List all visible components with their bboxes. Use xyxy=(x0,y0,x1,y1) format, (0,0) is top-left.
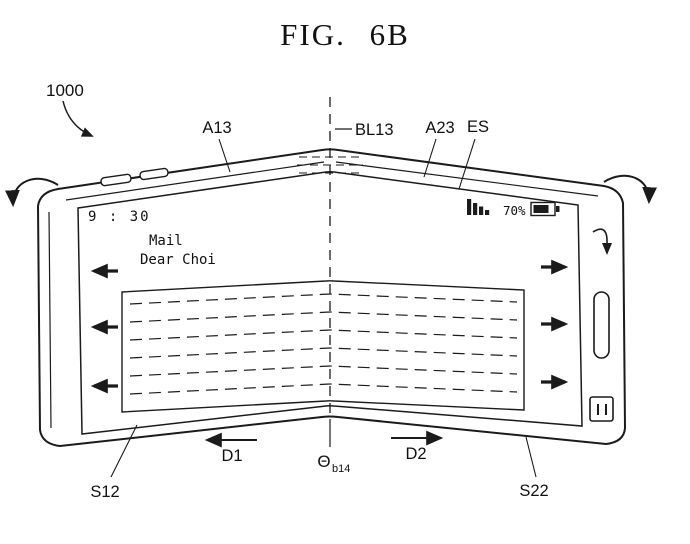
message-body-box xyxy=(121,280,525,413)
message-text-line xyxy=(129,329,518,341)
signal-bar xyxy=(473,203,478,215)
pause-icon-box xyxy=(589,396,614,422)
ref-1000-leader-arrow xyxy=(62,100,94,137)
message-text-line xyxy=(129,311,518,323)
signal-bar xyxy=(467,199,472,215)
label-a23: A23 xyxy=(425,119,454,137)
battery-fill xyxy=(533,205,549,213)
screen-outline xyxy=(77,171,583,435)
unfold-arrow-left-icon xyxy=(5,177,59,208)
label-a13: A13 xyxy=(202,119,231,137)
volume-button-2 xyxy=(139,167,169,181)
leader-s12 xyxy=(110,424,138,478)
signal-bar xyxy=(479,206,484,215)
message-text-line xyxy=(129,383,518,395)
volume-button-1 xyxy=(100,173,132,187)
label-theta: Θ xyxy=(317,452,330,471)
label-d2: D2 xyxy=(405,445,426,463)
leader-a13 xyxy=(218,138,231,173)
label-es: ES xyxy=(467,118,489,136)
signal-bar xyxy=(485,210,490,215)
clock-text: 9 : 30 xyxy=(88,209,151,225)
device-outer-outline xyxy=(36,148,627,448)
battery-nub xyxy=(556,206,560,212)
pause-icon xyxy=(589,396,614,422)
battery-percent-text: 70% xyxy=(503,203,526,218)
device-top-edge-line-left xyxy=(65,161,325,201)
device-left-edge-line xyxy=(48,211,52,429)
label-theta-sub: b14 xyxy=(332,463,350,475)
leader-a23 xyxy=(423,138,437,178)
leader-es xyxy=(458,138,476,190)
signal-bars-icon xyxy=(467,199,490,215)
unfold-arrow-right-icon xyxy=(603,174,657,205)
curved-arrow-icon xyxy=(592,228,612,255)
label-d1: D1 xyxy=(221,447,242,465)
message-text-line xyxy=(129,365,518,377)
label-s12: S12 xyxy=(90,483,119,501)
device-top-edge-line-right xyxy=(335,161,599,197)
ref-1000-label: 1000 xyxy=(46,81,84,100)
label-bl13: BL13 xyxy=(355,121,394,139)
leader-s22 xyxy=(525,436,537,478)
label-s22: S22 xyxy=(519,482,548,500)
battery-icon xyxy=(530,201,560,217)
mail-greeting-text: Dear Choi xyxy=(140,252,216,268)
mail-title-text: Mail xyxy=(149,233,183,249)
figure-title: FIG. 6B xyxy=(280,17,410,52)
edge-button-group-2 xyxy=(139,167,169,181)
side-key-button xyxy=(593,291,610,359)
edge-button-group-1 xyxy=(100,173,132,187)
message-text-line xyxy=(129,293,518,305)
battery-body xyxy=(530,201,556,217)
message-text-line xyxy=(129,347,518,359)
